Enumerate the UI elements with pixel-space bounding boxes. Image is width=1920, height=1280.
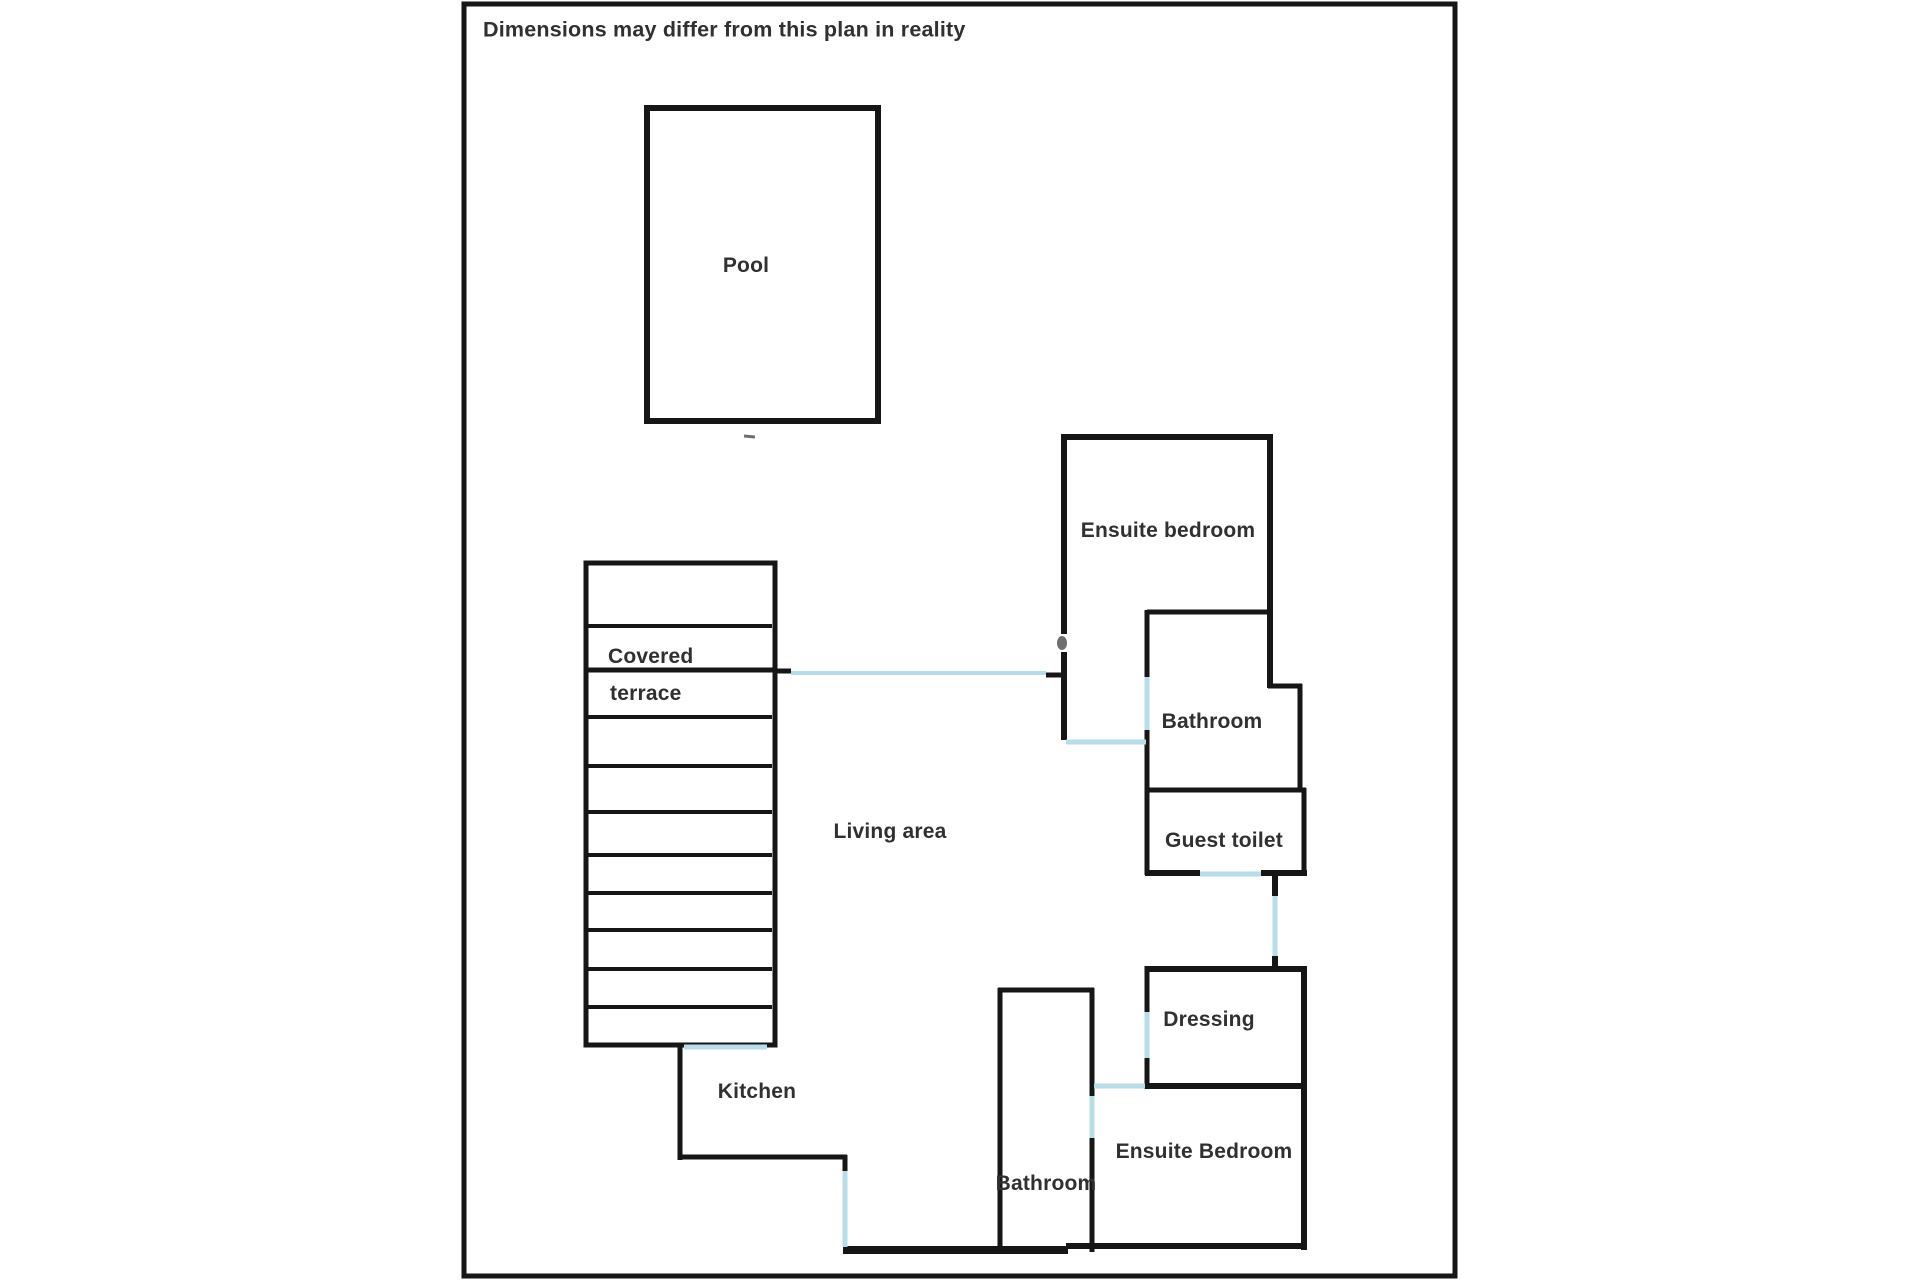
room-label-kitchen: Kitchen [717,1080,797,1103]
room-label-dressing: Dressing [1163,1008,1255,1031]
room-label-terrace: terrace [610,682,682,705]
room-label-ensuite-bedroom-bottom: Ensuite Bedroom [1115,1140,1293,1163]
room-label-bathroom-top: Bathroom [1161,710,1263,733]
room-label-living-area: Living area [833,820,947,843]
pool-outline [644,105,881,424]
plan-outer-border [461,1,1458,1279]
stray-mark [743,434,756,439]
room-label-pool: Pool [722,254,770,277]
stray-mark [1057,636,1067,650]
room-label-covered: Covered [608,645,694,668]
room-label-bathroom-bottom: Bathroom [995,1172,1097,1195]
terrace-outline [583,560,778,1048]
disclaimer-text: Dimensions may differ from this plan in … [483,17,966,42]
room-label-guest-toilet: Guest toilet [1165,829,1283,852]
room-label-ensuite-bedroom-top: Ensuite bedroom [1080,519,1256,542]
